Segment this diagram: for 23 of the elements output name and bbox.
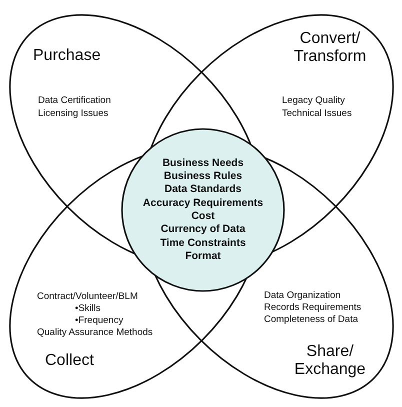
item-text: Licensing Issues xyxy=(38,108,108,120)
requirement-text: Business Rules xyxy=(162,170,244,184)
requirement-text: Accuracy Requirements xyxy=(142,196,264,210)
item-text: Technical Issues xyxy=(282,108,352,120)
category-heading: Convert/ Transform xyxy=(292,30,368,66)
requirement-text: Currency of Data xyxy=(160,223,246,237)
category-heading: Share/ Exchange xyxy=(293,343,367,379)
item-text: Legacy Quality xyxy=(282,95,345,107)
requirement-text: Format xyxy=(184,250,222,264)
item-text: Quality Assurance Methods xyxy=(37,327,153,339)
requirement-text: Data Standards xyxy=(163,183,243,197)
category-heading: Collect xyxy=(45,352,94,370)
item-text: Records Requirements xyxy=(264,302,362,314)
requirement-text: Business Needs xyxy=(161,156,245,170)
item-text: Completeness of Data xyxy=(264,314,358,326)
requirement-text: Time Constraints xyxy=(159,236,247,250)
requirement-text: Cost xyxy=(190,210,216,224)
item-text: Contract/Volunteer/BLM xyxy=(37,291,138,303)
category-heading: Purchase xyxy=(33,47,101,65)
item-text: Data Certification xyxy=(38,95,111,107)
item-text: •Frequency xyxy=(75,315,124,327)
item-text: Data Organization xyxy=(264,290,341,302)
item-text: •Skills xyxy=(75,303,100,315)
